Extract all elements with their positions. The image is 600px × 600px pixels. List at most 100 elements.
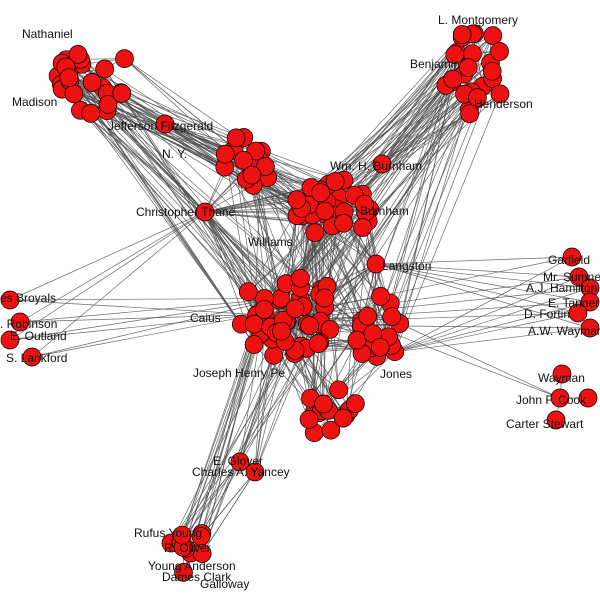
- cluster-center-upper-node-24: [287, 190, 307, 210]
- graph-edge: [241, 312, 579, 325]
- cluster-top-left-node-15: [68, 45, 88, 64]
- graph-edge: [181, 293, 321, 536]
- spoke-wayman-node-3: [546, 410, 566, 430]
- cluster-top-right-node-22: [445, 45, 465, 65]
- cluster-center-upper-node-26: [315, 201, 335, 221]
- cluster-top-left-node-23: [59, 68, 79, 88]
- label-caius: Caius: [190, 311, 221, 325]
- cluster-center-lower-node-28: [254, 300, 274, 319]
- graph-edge: [180, 461, 241, 543]
- graph-edge: [254, 348, 307, 473]
- graph-edge: [381, 62, 491, 165]
- label-e-glover: E. Glover: [213, 454, 263, 468]
- graph-edge: [394, 93, 501, 352]
- graph-edge: [182, 355, 275, 548]
- cluster-center-upper-node-7: [305, 223, 325, 242]
- graph-edge: [90, 113, 206, 213]
- label-williams: Williams: [248, 235, 293, 249]
- graph-edge: [375, 256, 573, 265]
- graph-edge: [375, 263, 579, 314]
- cluster-top-left-node-11: [115, 49, 134, 68]
- graph-edge: [201, 471, 256, 554]
- graph-edge: [391, 91, 472, 317]
- cluster-upper-mid-node-12: [234, 150, 253, 170]
- graph-edge: [190, 314, 258, 554]
- label-benjamin: Benjamin: [410, 57, 460, 71]
- graph-edge: [31, 298, 281, 358]
- label-e-tanner: E. Tanner: [548, 296, 599, 310]
- graph-edge: [181, 314, 258, 536]
- label-dames-clark: Dames Clark: [162, 570, 232, 584]
- graph-edge: [120, 92, 244, 138]
- graph-edge: [375, 263, 591, 303]
- cluster-upper-mid-node-10: [215, 144, 235, 164]
- graph-edge: [399, 323, 561, 399]
- cluster-top-left-node-10: [82, 73, 102, 92]
- graph-edge: [362, 67, 469, 228]
- label-jefferson-fitzgerald: Jefferson Fitzgerald: [108, 119, 213, 133]
- graph-edge: [9, 298, 281, 301]
- graph-edge: [91, 82, 303, 217]
- cluster-bottom-left-node-7: [174, 563, 193, 582]
- graph-edge: [107, 104, 206, 213]
- label-layer: Nathaniel Madison Jefferson Fitzgerald N…: [0, 13, 600, 591]
- cluster-top-right-node-14: [490, 42, 509, 61]
- graph-edge: [309, 85, 484, 326]
- spoke-left-node-3: [0, 330, 20, 350]
- graph-edge: [254, 317, 266, 473]
- node-layer: [0, 24, 600, 582]
- cluster-center-right-node-12: [347, 330, 367, 350]
- cluster-center-lower-node-36: [308, 334, 328, 353]
- cluster-bottom-center-node-15: [346, 394, 365, 413]
- cluster-top-right-node-21: [482, 61, 502, 81]
- label-e-outland: E. Outland: [10, 329, 67, 343]
- label-john-f-cook: John F. Cook: [516, 393, 587, 407]
- graph-edge: [9, 211, 206, 301]
- cluster-center-lower-node-35: [300, 316, 320, 335]
- graph-edge: [381, 52, 458, 165]
- label-madison: Madison: [12, 95, 57, 109]
- graph-edge: [104, 68, 244, 161]
- cluster-top-left-node-19: [98, 95, 118, 114]
- graph-edge: [394, 287, 591, 353]
- label-d-fortin: D. Fortin: [524, 307, 570, 321]
- label-young-anderson: Young Anderson: [148, 559, 236, 573]
- label-calloway: Galloway: [200, 577, 249, 591]
- label-l-montgomery: L. Montgomery: [438, 13, 518, 27]
- cluster-center-upper-node-27: [355, 194, 374, 214]
- spoke-right-node-6: [580, 318, 600, 338]
- graph-edge: [375, 263, 580, 278]
- spoke-wayman-node-1: [552, 364, 572, 384]
- graph-edge: [285, 215, 298, 284]
- cluster-center-lower-node-33: [244, 335, 264, 354]
- hub-lower-node: [245, 462, 265, 482]
- cluster-center-right-node-15: [370, 337, 390, 357]
- label-mr-sumner: Mr. Sumner: [543, 270, 600, 284]
- spoke-wayman-node-2: [578, 388, 598, 408]
- hub-top-left-node: [155, 114, 175, 134]
- hub-wayman-node: [550, 388, 570, 408]
- graph-edge: [241, 287, 591, 325]
- cluster-top-right-node-20: [460, 104, 480, 124]
- graph-edge: [9, 211, 206, 341]
- spoke-right-node-1: [562, 247, 582, 267]
- cluster-center-right-node-14: [382, 307, 402, 327]
- cluster-top-left-node-21: [112, 84, 132, 103]
- graph-edge: [106, 110, 225, 168]
- cluster-top-right-node-13: [483, 26, 503, 45]
- label-garfield: Garfield: [548, 253, 590, 267]
- cluster-center-right-node-8: [358, 306, 377, 326]
- cluster-center-right-node-11: [371, 287, 390, 306]
- label-henderson: Henderson: [474, 97, 533, 111]
- cluster-center-lower-node-40: [315, 288, 334, 308]
- label-rufus-young: Rufus Young: [134, 526, 202, 540]
- graph-edge: [394, 312, 579, 353]
- graph-edge: [80, 110, 206, 213]
- graph-edge: [204, 211, 255, 325]
- graph-edge: [286, 320, 344, 419]
- graph-edge: [31, 314, 257, 358]
- graph-edge: [204, 199, 297, 213]
- graph-edge: [73, 93, 242, 325]
- hub-right-node: [366, 254, 386, 274]
